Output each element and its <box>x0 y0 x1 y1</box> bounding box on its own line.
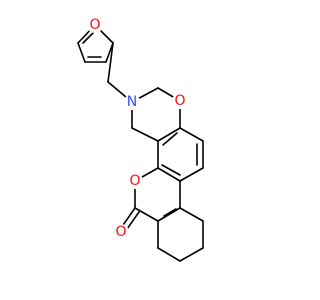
bond <box>107 42 114 83</box>
bond <box>157 207 181 222</box>
furan-oxygen-label: O <box>89 17 100 33</box>
bond <box>179 247 204 262</box>
bond <box>157 247 181 262</box>
ether-oxygen-label: O <box>174 93 185 109</box>
lactone-oxygen-label: O <box>129 173 140 189</box>
bond <box>161 164 181 176</box>
bond <box>179 127 204 142</box>
carbonyl-oxygen-label: O <box>115 224 126 240</box>
bond <box>162 132 178 146</box>
bond <box>77 42 86 63</box>
molecule-canvas: O N O O O <box>77 17 204 262</box>
bond <box>157 167 181 182</box>
bond <box>134 207 159 222</box>
bond <box>163 208 177 217</box>
bond <box>179 207 204 222</box>
bond-lines <box>77 24 204 262</box>
bond <box>157 127 181 142</box>
structure-diagram: O N O O O <box>77 17 204 262</box>
atom-labels: O N O O O <box>87 17 188 240</box>
bond <box>131 127 159 142</box>
bond <box>179 167 204 182</box>
amine-nitrogen-label: N <box>127 94 137 110</box>
